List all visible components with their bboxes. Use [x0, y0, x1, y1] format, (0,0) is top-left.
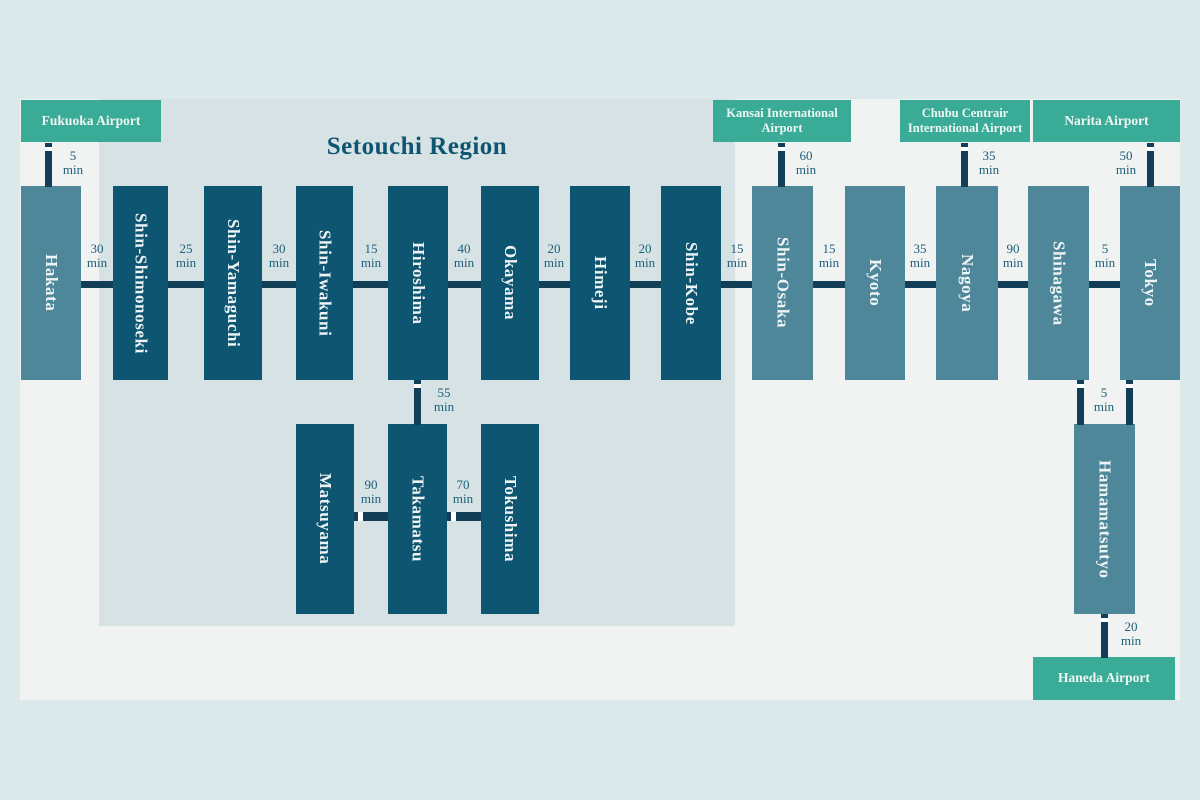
- connector-chubu-nagoya: [961, 143, 968, 187]
- connector-himeji-shin-kobe: [630, 281, 661, 288]
- airport-box-narita[interactable]: Narita Airport: [1033, 100, 1180, 142]
- connector-nagoya-shinagawa: [998, 281, 1028, 288]
- station-hiroshima[interactable]: Hiroshima: [388, 186, 448, 380]
- duration-okayama-himeji: 20 min: [543, 241, 565, 270]
- connector-fukuoka-hakata: [45, 143, 52, 187]
- station-label: Takamatsu: [408, 475, 428, 563]
- duration-shin-osaka-kyoto: 15 min: [818, 241, 840, 270]
- page-title: Setouchi Region: [326, 133, 508, 160]
- station-label: Hakata: [42, 254, 61, 312]
- station-shin-osaka[interactable]: Shin-Osaka: [752, 186, 813, 380]
- duration-nagoya-shinagawa: 90 min: [1002, 241, 1024, 270]
- station-shin-yamaguchi[interactable]: Shin-Yamaguchi: [204, 186, 262, 380]
- duration-hakata-shin-shimonoseki: 30 min: [86, 241, 108, 270]
- station-label: Shin-Kobe: [682, 241, 701, 325]
- station-label: Kyoto: [866, 259, 885, 307]
- station-label: Hamamatsutyo: [1095, 459, 1115, 579]
- duration-hiroshima-okayama: 40 min: [453, 241, 475, 270]
- connector-tokyo-hamamatsutyo: [1126, 380, 1133, 425]
- duration-fukuoka-hakata: 5 min: [62, 148, 84, 177]
- duration-shin-yamaguchi-shin-iwakuni: 30 min: [268, 241, 290, 270]
- station-label: Nagoya: [958, 253, 977, 313]
- duration-shinagawa-tokyo: 5 min: [1094, 241, 1116, 270]
- duration-narita-tokyo: 50 min: [1115, 148, 1137, 177]
- station-label: Shin-Yamaguchi: [224, 218, 243, 348]
- station-label: Shin-Iwakuni: [315, 229, 335, 337]
- station-okayama[interactable]: Okayama: [481, 186, 539, 380]
- airport-label: Kansai International Airport: [726, 105, 838, 135]
- connector-shinagawa-tokyo: [1089, 281, 1120, 288]
- connector-kansai-shin-osaka: [778, 143, 785, 187]
- connector-hamamatsutyo-haneda: [1101, 614, 1108, 658]
- station-hakata[interactable]: Hakata: [21, 186, 81, 380]
- station-shin-kobe[interactable]: Shin-Kobe: [661, 186, 721, 380]
- duration-kyoto-nagoya: 35 min: [909, 241, 931, 270]
- station-nagoya[interactable]: Nagoya: [936, 186, 998, 380]
- station-shinagawa[interactable]: Shinagawa: [1028, 186, 1089, 380]
- connector-shin-yamaguchi-shin-iwakuni: [262, 281, 296, 288]
- airport-box-haneda[interactable]: Haneda Airport: [1033, 657, 1175, 700]
- duration-hiroshima-takamatsu: 55 min: [433, 385, 455, 414]
- duration-takamatsu-tokushima: 70 min: [452, 477, 474, 506]
- station-label: Himeji: [591, 256, 610, 310]
- station-label: Okayama: [501, 245, 520, 321]
- airport-box-kansai[interactable]: Kansai International Airport: [713, 100, 851, 142]
- station-himeji[interactable]: Himeji: [570, 186, 630, 380]
- duration-shin-kobe-shin-osaka: 15 min: [726, 241, 748, 270]
- duration-himeji-shin-kobe: 20 min: [634, 241, 656, 270]
- connector-okayama-himeji: [539, 281, 570, 288]
- connector-shinagawa-hamamatsutyo: [1077, 380, 1084, 425]
- station-label: Hiroshima: [409, 241, 428, 325]
- station-kyoto[interactable]: Kyoto: [845, 186, 905, 380]
- station-label: Shinagawa: [1049, 240, 1069, 326]
- station-tokyo[interactable]: Tokyo: [1120, 186, 1180, 380]
- connector-matsuyama-takamatsu: [354, 512, 388, 521]
- station-shin-shimonoseki[interactable]: Shin-Shimonoseki: [113, 186, 168, 380]
- duration-matsuyama-takamatsu: 90 min: [360, 477, 382, 506]
- airport-box-chubu[interactable]: Chubu Centrair International Airport: [900, 100, 1030, 142]
- connector-shin-osaka-kyoto: [813, 281, 845, 288]
- airport-label: Fukuoka Airport: [41, 112, 141, 128]
- airport-box-fukuoka[interactable]: Fukuoka Airport: [21, 100, 161, 142]
- connector-narita-tokyo: [1147, 143, 1154, 187]
- station-shin-iwakuni[interactable]: Shin-Iwakuni: [296, 186, 353, 380]
- duration-kansai-shin-osaka: 60 min: [795, 148, 817, 177]
- station-label: Tokushima: [501, 475, 520, 563]
- duration-chubu-nagoya: 35 min: [978, 148, 1000, 177]
- connector-kyoto-nagoya: [905, 281, 936, 288]
- station-label: Matsuyama: [316, 473, 335, 565]
- duration-tokyo-hamamatsutyo: 5 min: [1093, 385, 1115, 414]
- station-hamamatsutyo[interactable]: Hamamatsutyo: [1074, 424, 1135, 614]
- station-label: Shin-Shimonoseki: [131, 212, 151, 354]
- connector-hakata-shin-shimonoseki: [81, 281, 113, 288]
- station-label: Shin-Osaka: [773, 237, 793, 329]
- duration-shin-shimonoseki-shin-yamaguchi: 25 min: [175, 241, 197, 270]
- connector-hiroshima-takamatsu: [414, 380, 421, 425]
- connector-takamatsu-tokushima: [447, 512, 481, 521]
- connector-shin-iwakuni-hiroshima: [353, 281, 388, 288]
- duration-shin-iwakuni-hiroshima: 15 min: [360, 241, 382, 270]
- connector-shin-kobe-shin-osaka: [721, 281, 752, 288]
- station-label: Tokyo: [1141, 259, 1160, 307]
- station-takamatsu[interactable]: Takamatsu: [388, 424, 447, 614]
- connector-hiroshima-okayama: [448, 281, 481, 288]
- duration-hamamatsutyo-haneda: 20 min: [1120, 619, 1142, 648]
- airport-label: Chubu Centrair International Airport: [907, 105, 1023, 135]
- airport-label: Haneda Airport: [1058, 670, 1150, 686]
- station-matsuyama[interactable]: Matsuyama: [296, 424, 354, 614]
- connector-shin-shimonoseki-shin-yamaguchi: [168, 281, 204, 288]
- station-tokushima[interactable]: Tokushima: [481, 424, 539, 614]
- airport-label: Narita Airport: [1064, 112, 1149, 128]
